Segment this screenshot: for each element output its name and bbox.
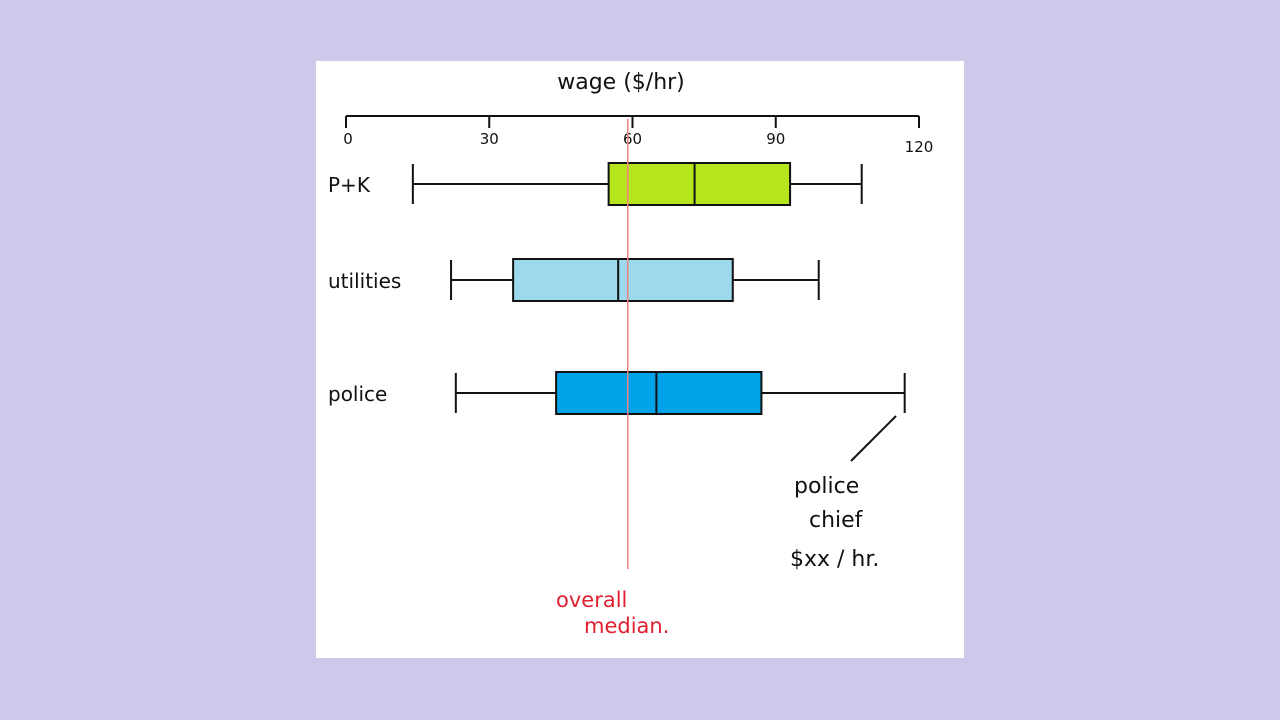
axis-tick-label: 90 (766, 130, 785, 148)
annotation-text: $xx / hr. (790, 547, 879, 572)
police-chief-annotation: police chief $xx / hr. (790, 415, 897, 572)
chart-card: wage ($/hr) 0 30 60 90 120 P+K utilities polic… (316, 61, 964, 658)
iqr-box (555, 371, 763, 415)
iqr-box (512, 258, 734, 302)
category-label: utilities (328, 269, 401, 293)
box-utilities: utilities (328, 258, 820, 302)
iqr-box (607, 162, 792, 206)
annotation-text: police (794, 474, 859, 499)
chart-title: wage ($/hr) (557, 70, 685, 95)
axis-tick-label: 60 (623, 130, 642, 148)
box-p-k: P+K (328, 162, 863, 206)
category-label: P+K (328, 173, 371, 197)
overall-median-label: median. (584, 614, 669, 638)
overall-median-label: overall (556, 588, 627, 612)
wage-axis: 0 30 60 90 120 (343, 115, 934, 156)
box-police: police (328, 371, 906, 415)
axis-tick-label: 120 (905, 138, 934, 156)
axis-tick-label: 30 (480, 130, 499, 148)
axis-tick-label: 0 (343, 130, 353, 148)
box-layer: P+K utilities police (328, 162, 906, 415)
annotation-text: chief (809, 508, 864, 533)
boxplot-chart: wage ($/hr) 0 30 60 90 120 P+K utilities polic… (328, 70, 934, 638)
annotation-pointer (850, 415, 897, 462)
category-label: police (328, 382, 387, 406)
